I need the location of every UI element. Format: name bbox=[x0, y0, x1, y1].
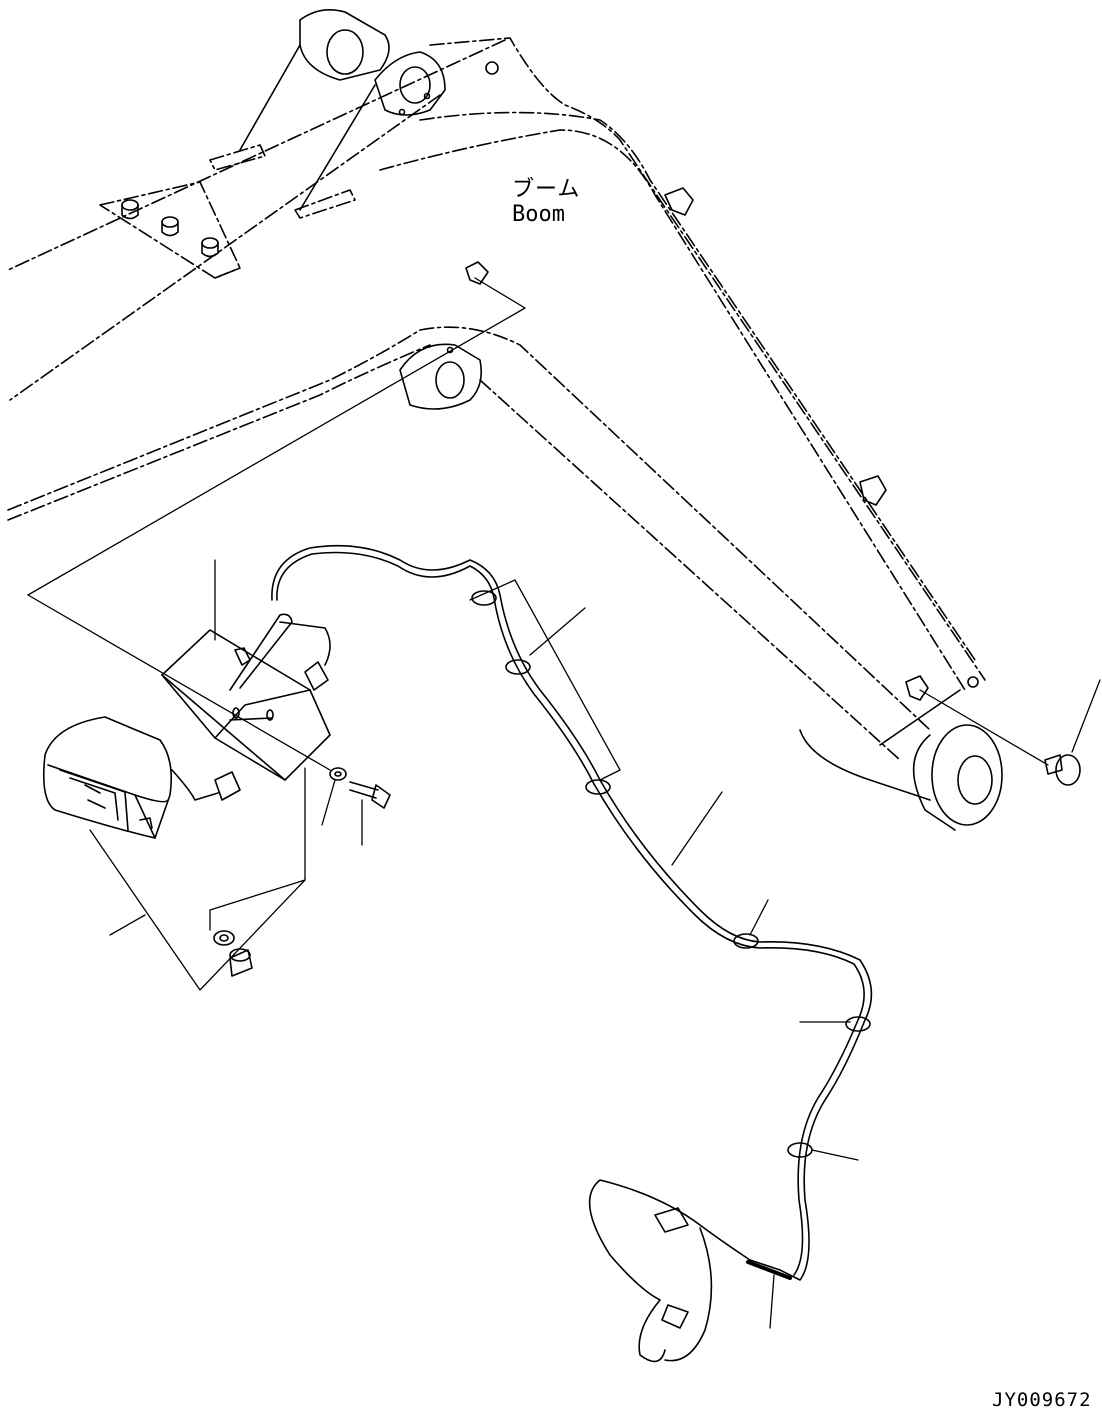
lamp-bracket bbox=[161, 613, 331, 781]
wiring-harness bbox=[271, 544, 873, 1363]
drawing-code: JY009672 bbox=[992, 1389, 1092, 1411]
boom-outline bbox=[7, 37, 986, 761]
boom-label-english: Boom bbox=[512, 202, 565, 227]
bolt-and-washer bbox=[329, 767, 391, 809]
bracket-connectors bbox=[279, 621, 331, 691]
leader-lines bbox=[27, 277, 1101, 1329]
work-lamp bbox=[42, 716, 241, 839]
blind-plug bbox=[1044, 754, 1081, 786]
boom-label-japanese: ブーム bbox=[512, 177, 581, 202]
boom-solid-features bbox=[121, 9, 1003, 831]
